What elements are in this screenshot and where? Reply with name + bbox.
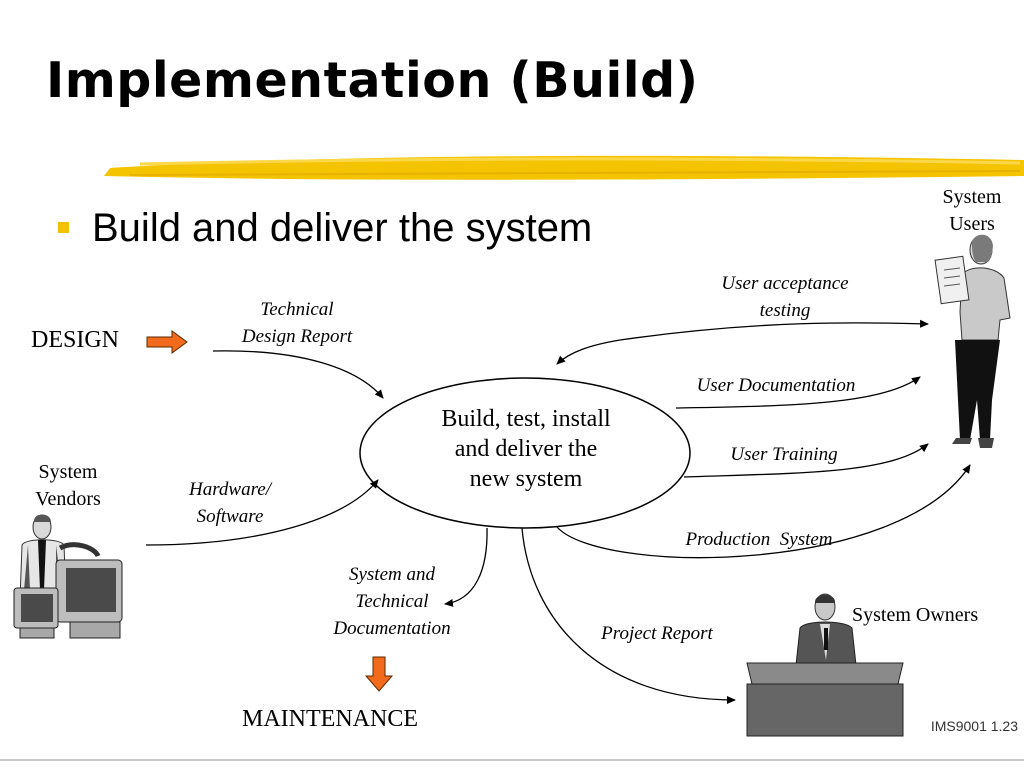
- process-label: Build, test, install and deliver the new…: [400, 404, 652, 494]
- system-users-label: System Users: [922, 184, 1022, 238]
- arrow-hardware-software: [145, 479, 379, 546]
- hardware-software-label: Hardware/ Software: [170, 476, 290, 530]
- project-report-label: Project Report: [601, 623, 713, 644]
- technical-design-report-line-1: Technical: [260, 299, 334, 320]
- system-user-figure-icon: [934, 234, 1011, 448]
- process-ellipse: [359, 377, 691, 529]
- bottom-divider: [0, 759, 1024, 761]
- system-users-line-2: Users: [949, 213, 995, 235]
- bullet-marker: [58, 222, 69, 233]
- hardware-software-line-2: Software: [196, 506, 264, 527]
- arrow-project-report: [521, 527, 736, 704]
- system-vendors-label: System Vendors: [18, 459, 118, 513]
- arrow-production-system: [556, 464, 971, 559]
- process-line-2: and deliver the: [454, 436, 598, 462]
- arrow-user-training: [683, 443, 929, 478]
- system-technical-documentation-line-3: Documentation: [333, 618, 451, 639]
- slide-title: Implementation (Build): [46, 52, 699, 109]
- maintenance-arrow-icon: [364, 656, 394, 692]
- user-acceptance-testing-label: User acceptance testing: [702, 270, 868, 324]
- slide-footer: IMS9001 1.23: [930, 718, 1018, 734]
- system-vendors-line-2: Vendors: [35, 488, 101, 510]
- hardware-software-line-1: Hardware/: [189, 479, 271, 500]
- process-line-1: Build, test, install: [441, 406, 611, 432]
- design-label: DESIGN: [31, 327, 119, 353]
- maintenance-label: MAINTENANCE: [242, 706, 418, 732]
- arrow-technical-design-report: [212, 350, 384, 399]
- arrow-user-acceptance-testing-in: [556, 339, 621, 365]
- technical-design-report-label: Technical Design Report: [222, 296, 372, 350]
- title-underline-stroke: [104, 155, 1024, 180]
- system-owners-label: System Owners: [852, 604, 979, 626]
- user-documentation-label: User Documentation: [696, 375, 856, 396]
- bullet-text: Build and deliver the system: [92, 206, 593, 250]
- user-training-label: User Training: [730, 444, 838, 465]
- system-users-line-1: System: [942, 186, 1002, 208]
- system-vendors-line-1: System: [38, 461, 98, 483]
- technical-design-report-line-2: Design Report: [241, 326, 353, 347]
- user-acceptance-testing-line-1: User acceptance: [721, 273, 849, 294]
- system-owner-figure-icon: [746, 593, 904, 737]
- arrow-user-acceptance-testing-out: [619, 319, 929, 341]
- process-line-3: new system: [469, 466, 583, 492]
- design-arrow-icon: [146, 330, 188, 354]
- arrow-system-technical-documentation: [444, 527, 488, 607]
- system-technical-documentation-line-1: System and: [348, 564, 435, 585]
- system-vendor-figure-icon: [13, 514, 123, 639]
- user-acceptance-testing-line-2: testing: [759, 300, 811, 321]
- arrow-user-documentation: [675, 376, 921, 409]
- production-system-label: Production System: [685, 529, 833, 550]
- system-technical-documentation-label: System and Technical Documentation: [312, 561, 472, 642]
- system-technical-documentation-line-2: Technical: [355, 591, 429, 612]
